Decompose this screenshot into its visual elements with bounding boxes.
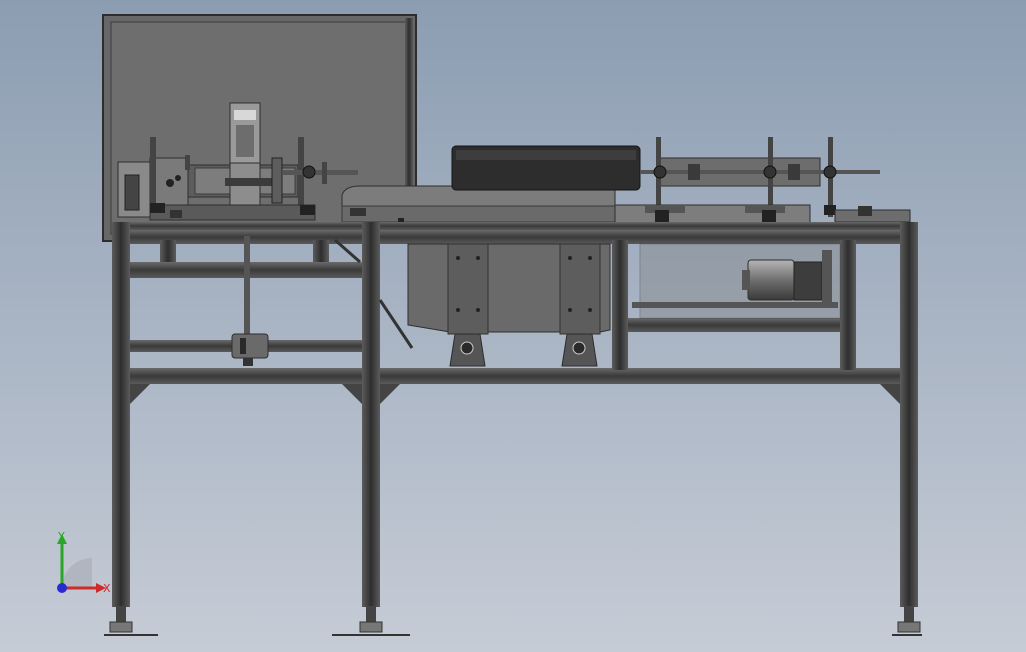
infeed-chute [341, 185, 618, 223]
gripper-assembly [117, 102, 358, 221]
drive-motor [632, 243, 841, 319]
bin-housing [407, 243, 611, 367]
adjust-rod [231, 236, 269, 366]
y-axis-label: Y [57, 530, 65, 543]
x-axis-arrowhead [96, 583, 106, 593]
top-block [451, 145, 641, 191]
x-axis-label: X [103, 582, 111, 595]
diagonal-brace [334, 238, 414, 349]
y-axis-arrowhead [57, 534, 67, 544]
coordinate-triad: Y X [57, 530, 111, 595]
origin-icon [57, 583, 67, 593]
leveling-feet [104, 606, 922, 636]
guide-rail-assembly [614, 137, 911, 224]
